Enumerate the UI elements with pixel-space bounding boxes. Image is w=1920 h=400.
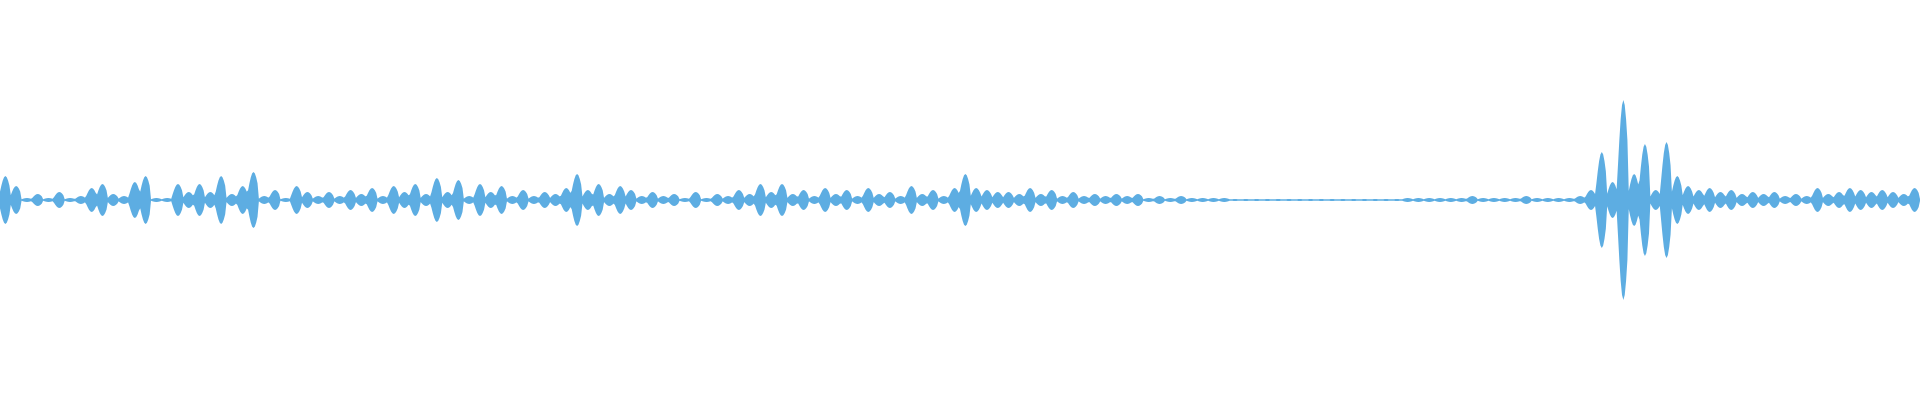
waveform-envelope — [0, 100, 1920, 300]
